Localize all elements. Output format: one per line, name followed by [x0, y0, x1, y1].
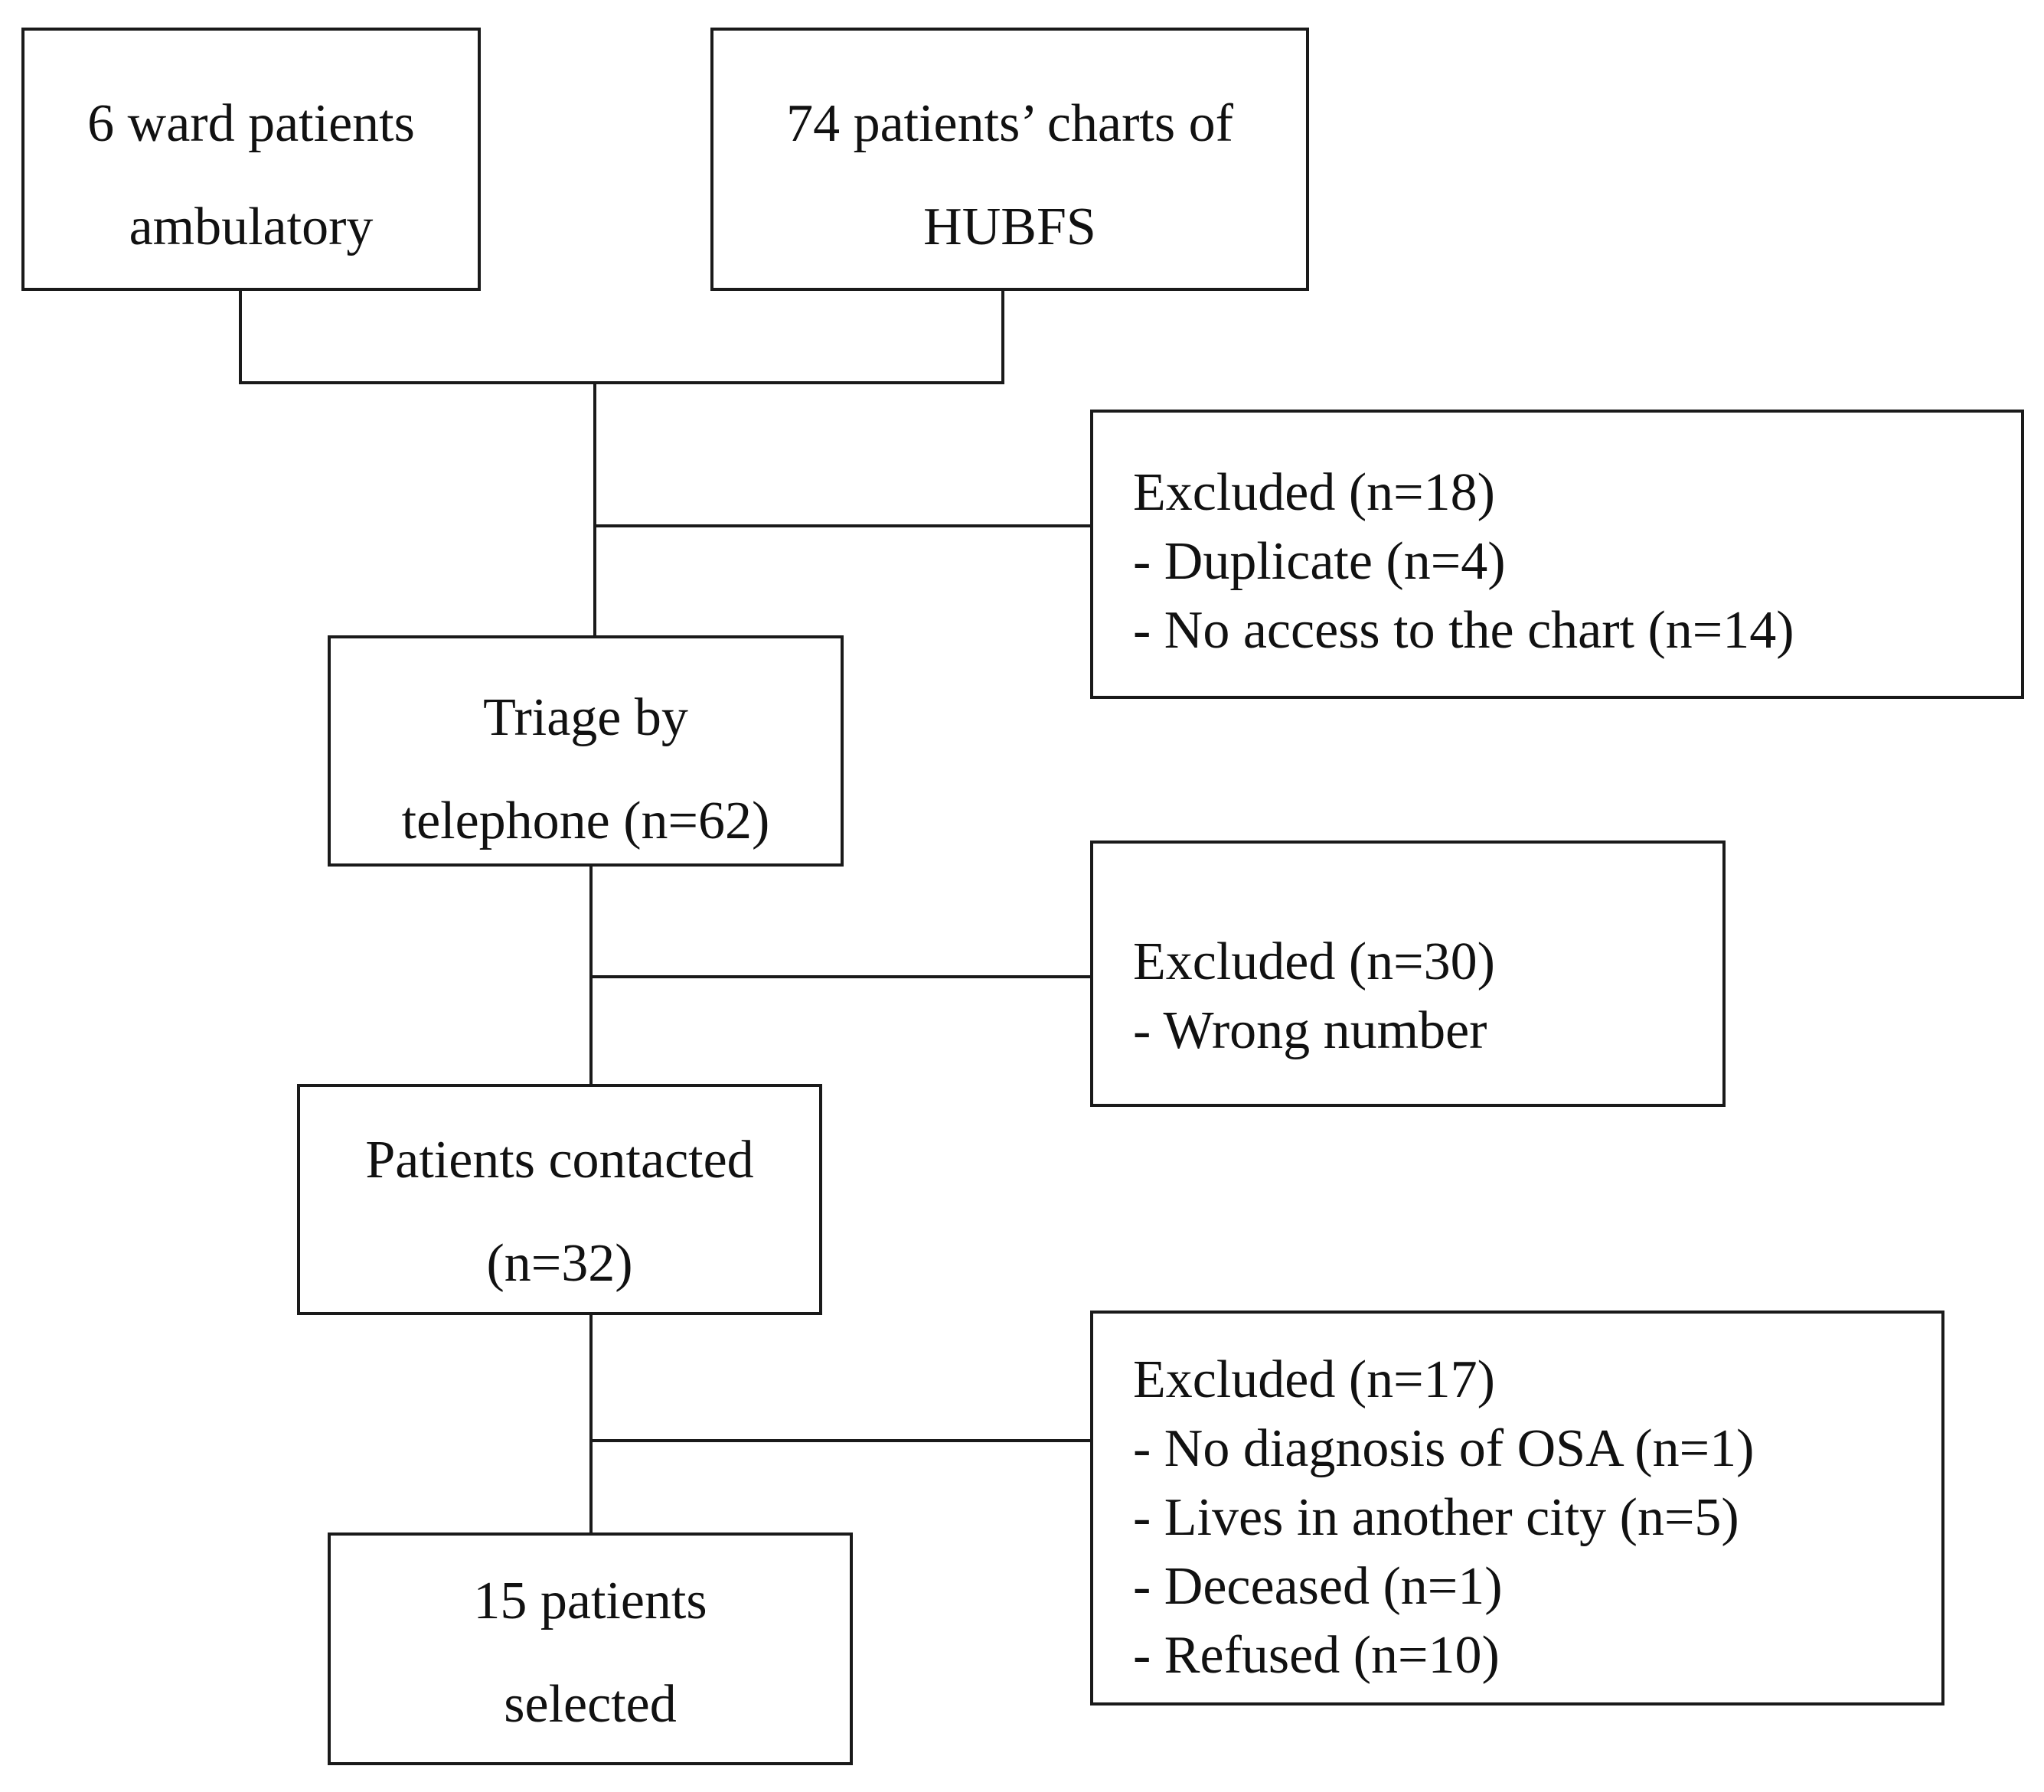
connector-ward-down	[239, 289, 242, 384]
triage-box: Triage by telephone (n=62)	[328, 635, 844, 867]
exclusion-2-item: - Wrong number	[1133, 1001, 1487, 1060]
exclusion-2-heading: Excluded (n=30)	[1133, 932, 1495, 991]
ward-patients-box: 6 ward patients ambulatory	[21, 28, 481, 291]
patient-charts-box: 74 patients’ charts of HUBFS	[710, 28, 1309, 291]
exclusion-box-duplicates: Excluded (n=18) - Duplicate (n=4) - No a…	[1090, 410, 2024, 699]
patient-charts-line-1: 74 patients’ charts of	[786, 94, 1233, 153]
connector-charts-down	[1001, 289, 1004, 384]
connector-to-exclusion-2	[589, 975, 1091, 978]
exclusion-box-other-reasons: Excluded (n=17) - No diagnosis of OSA (n…	[1090, 1311, 1944, 1706]
selected-line-2: selected	[504, 1675, 677, 1734]
connector-to-exclusion-1	[593, 524, 1091, 527]
exclusion-1-item: - Duplicate (n=4)	[1133, 532, 1506, 591]
connector-merge-horizontal	[239, 381, 1004, 384]
patient-charts-line-2: HUBFS	[923, 197, 1096, 256]
contacted-line-2: (n=32)	[486, 1234, 633, 1293]
connector-merge-to-triage	[593, 381, 596, 637]
exclusion-3-item: - Deceased (n=1)	[1133, 1557, 1503, 1616]
exclusion-box-wrong-number: Excluded (n=30) - Wrong number	[1090, 841, 1726, 1107]
connector-contacted-to-selected	[589, 1314, 593, 1536]
selected-line-1: 15 patients	[473, 1572, 707, 1630]
exclusion-1-heading: Excluded (n=18)	[1133, 463, 1495, 522]
exclusion-3-item: - No diagnosis of OSA (n=1)	[1133, 1419, 1755, 1478]
ward-patients-line-1: 6 ward patients	[87, 94, 415, 153]
selected-patients-box: 15 patients selected	[328, 1533, 853, 1765]
triage-line-1: Triage by	[483, 688, 688, 747]
exclusion-3-heading: Excluded (n=17)	[1133, 1350, 1495, 1409]
exclusion-1-item: - No access to the chart (n=14)	[1133, 601, 1794, 660]
exclusion-3-item: - Lives in another city (n=5)	[1133, 1488, 1739, 1547]
triage-line-2: telephone (n=62)	[401, 792, 770, 850]
contacted-line-1: Patients contacted	[365, 1131, 754, 1190]
patients-contacted-box: Patients contacted (n=32)	[297, 1084, 822, 1315]
exclusion-3-item: - Refused (n=10)	[1133, 1626, 1500, 1685]
connector-to-exclusion-3	[589, 1439, 1091, 1442]
ward-patients-line-2: ambulatory	[129, 197, 374, 256]
